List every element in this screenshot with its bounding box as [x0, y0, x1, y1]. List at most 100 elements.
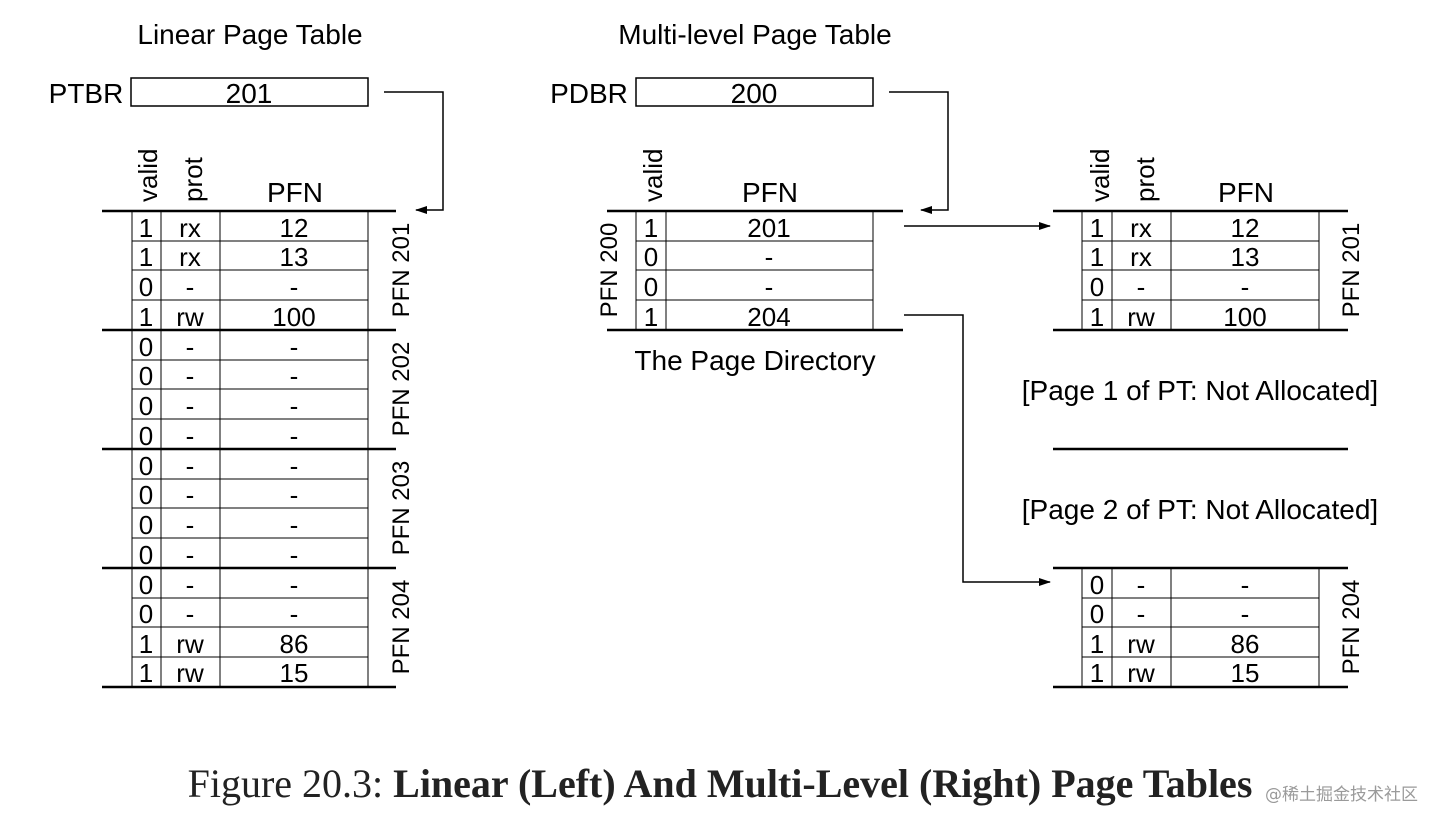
diagram-canvas: Linear Page Table PTBR 201 valid prot PF… [49, 19, 1378, 689]
pfn-cell: 13 [280, 242, 309, 272]
prot-cell: - [186, 480, 195, 510]
page-frame-label: PFN 203 [388, 461, 415, 556]
pt-valid-header: valid [1085, 149, 1115, 202]
table-row: 0 - - [139, 332, 299, 362]
valid-cell: 0 [1090, 570, 1104, 600]
prot-cell: - [186, 451, 195, 481]
prot-cell: rx [179, 213, 201, 243]
valid-cell: 1 [644, 213, 658, 243]
pfn-cell: 86 [1231, 629, 1260, 659]
table-row: 0 - - [139, 361, 299, 391]
pfn-cell: 204 [747, 302, 790, 332]
page-frame-label: PFN 202 [388, 342, 415, 437]
pt-prot-header: prot [1130, 156, 1160, 202]
pfn-cell: - [1241, 272, 1250, 302]
table-row: 1 rx 12 [139, 213, 309, 243]
pfn-cell: 15 [1231, 658, 1260, 688]
pt-page-2-not-allocated: [Page 2 of PT: Not Allocated] [1022, 494, 1378, 525]
pfn-cell: 12 [280, 213, 309, 243]
pfn-cell: - [765, 272, 774, 302]
linear-table-grid [102, 209, 396, 689]
pfn-cell: 12 [1231, 213, 1260, 243]
pt-page-frame-label: PFN 201 [1338, 223, 1365, 318]
prot-cell: - [186, 391, 195, 421]
table-row: 0 - - [1090, 570, 1250, 600]
prot-cell: rx [1130, 242, 1152, 272]
watermark: @稀土掘金技术社区 [1265, 785, 1418, 805]
valid-cell: 1 [139, 302, 153, 332]
page-frame-label: PFN 204 [388, 580, 415, 675]
valid-cell: 0 [139, 421, 153, 451]
table-row: 1 201 [644, 213, 791, 243]
table-row: 1 rx 13 [139, 242, 309, 272]
pfn-cell: 201 [747, 213, 790, 243]
linear-table: 1 rx 12 1 rx 13 0 - - 1 [102, 209, 415, 689]
valid-cell: 0 [139, 510, 153, 540]
linear-prot-header: prot [178, 156, 208, 202]
linear-page-2: 0 - - 0 - - 0 - - 0 [139, 451, 415, 570]
pt-pfn-header: PFN [1218, 177, 1274, 208]
table-row: 0 - - [139, 421, 299, 451]
table-row: 1 rx 13 [1090, 242, 1260, 272]
pt-page-1-not-allocated: [Page 1 of PT: Not Allocated] [1022, 375, 1378, 406]
multi-title: Multi-level Page Table [618, 19, 891, 50]
prot-cell: - [186, 510, 195, 540]
pfn-cell: 15 [280, 658, 309, 688]
prot-cell: rw [1127, 629, 1155, 659]
valid-cell: 0 [139, 272, 153, 302]
valid-cell: 0 [139, 480, 153, 510]
multi-level-page-table: Multi-level Page Table PDBR 200 valid PF… [550, 19, 1378, 689]
valid-cell: 0 [139, 570, 153, 600]
table-row: 0 - [644, 242, 774, 272]
prot-cell: - [186, 599, 195, 629]
valid-cell: 1 [139, 242, 153, 272]
prot-cell: rx [1130, 213, 1152, 243]
table-row: 1 204 [644, 302, 791, 332]
linear-page-0: 1 rx 12 1 rx 13 0 - - 1 [139, 213, 415, 332]
table-row: 0 - - [139, 540, 299, 570]
pdbr-label: PDBR [550, 78, 628, 109]
table-row: 1 rx 12 [1090, 213, 1260, 243]
pt-page-3-grid [1053, 566, 1348, 689]
prot-cell: - [186, 332, 195, 362]
pfn-cell: - [290, 272, 299, 302]
linear-page-3: 0 - - 0 - - 1 rw 86 1 [139, 570, 415, 688]
pt-page-0-grid [1053, 209, 1348, 332]
valid-cell: 0 [139, 599, 153, 629]
caption-title: Linear (Left) And Multi-Level (Right) Pa… [393, 761, 1253, 806]
valid-cell: 1 [644, 302, 658, 332]
pfn-cell: - [290, 480, 299, 510]
prot-cell: rw [1127, 302, 1155, 332]
valid-cell: 0 [139, 332, 153, 362]
table-row: 0 - - [139, 391, 299, 421]
valid-cell: 1 [1090, 629, 1104, 659]
table-row: 0 - - [139, 451, 299, 481]
pd-pfn-header: PFN [742, 177, 798, 208]
table-row: 1 rw 100 [1090, 302, 1267, 332]
ptbr-label: PTBR [49, 78, 124, 109]
table-row: 0 - - [1090, 599, 1250, 629]
linear-page-table: Linear Page Table PTBR 201 valid prot PF… [49, 19, 444, 689]
page-directory: valid PFN 1 201 0 - 0 - 1 204 [596, 149, 903, 376]
pfn-cell: - [1241, 599, 1250, 629]
table-row: 0 - - [139, 480, 299, 510]
valid-cell: 0 [139, 361, 153, 391]
pde-3-arrow [904, 314, 1051, 586]
valid-cell: 0 [139, 391, 153, 421]
prot-cell: rw [1127, 658, 1155, 688]
pfn-cell: - [290, 599, 299, 629]
table-row: 0 - [644, 272, 774, 302]
figure-caption: Figure 20.3: Linear (Left) And Multi-Lev… [0, 760, 1440, 807]
valid-cell: 0 [1090, 599, 1104, 629]
prot-cell: rw [176, 658, 204, 688]
table-row: 1 rw 15 [139, 658, 309, 688]
valid-cell: 1 [1090, 213, 1104, 243]
pd-table-grid [607, 209, 903, 332]
pfn-cell: 100 [272, 302, 315, 332]
valid-cell: 1 [1090, 658, 1104, 688]
valid-cell: 0 [139, 451, 153, 481]
linear-title: Linear Page Table [137, 19, 362, 50]
pfn-cell: 86 [280, 629, 309, 659]
pt-page-3: 0 - - 0 - - 1 rw 86 1 rw 15 [1053, 566, 1365, 689]
pfn-cell: - [290, 510, 299, 540]
